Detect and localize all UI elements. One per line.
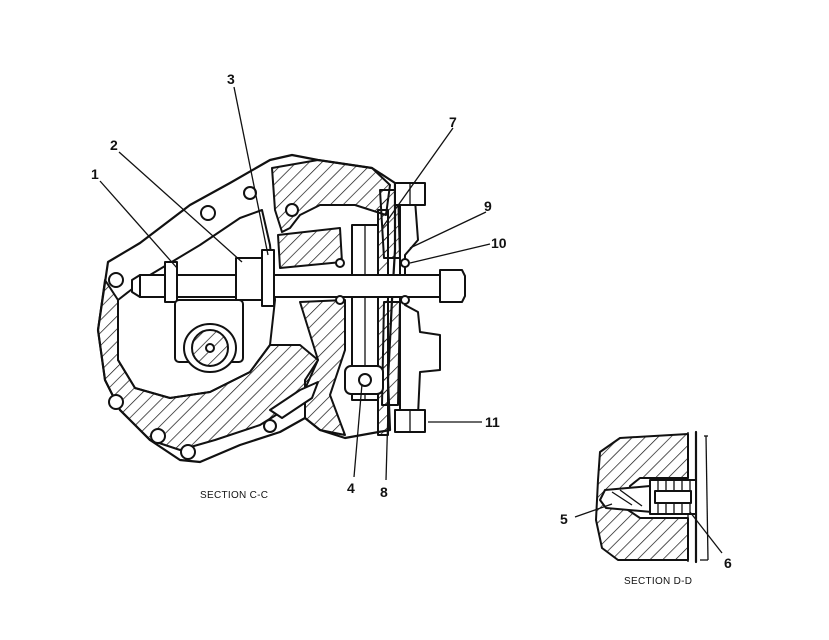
seal-ring (400, 295, 410, 305)
callout-1: 1 (91, 166, 99, 182)
callout-8: 8 (380, 484, 388, 500)
shaft-end (439, 269, 466, 303)
bolt-hole (285, 203, 299, 217)
callout-5: 5 (560, 511, 568, 527)
callout-11: 11 (485, 414, 500, 430)
housing-wall-lower (299, 299, 346, 436)
housing-wall-center (277, 227, 343, 269)
caption-section-d: SECTION D-D (624, 576, 692, 587)
section-d-d-view: 5 6 SECTION D-D (560, 430, 732, 587)
callout-10: 10 (491, 235, 507, 251)
callout-4: 4 (347, 480, 355, 496)
leader-2 (118, 151, 243, 263)
main-shaft (139, 274, 441, 298)
leader-1 (99, 180, 178, 269)
seal-ring (400, 258, 410, 268)
housing-slot (269, 381, 319, 419)
bolt-hole (108, 394, 124, 410)
leader-5 (574, 503, 613, 518)
leader-6 (689, 511, 723, 554)
leader-3 (233, 86, 269, 256)
shaft-plate (377, 209, 389, 436)
seal-ring (335, 258, 345, 268)
shaft-washer (261, 249, 275, 307)
shaft-tip (131, 274, 141, 298)
callout-9: 9 (484, 198, 492, 214)
section-c-c-view: 1 2 3 4 7 8 9 10 11 SECTION C-C (91, 71, 507, 501)
bolt-hole (200, 205, 216, 221)
leader-4 (353, 383, 363, 478)
detail-plunger (599, 485, 653, 513)
callout-2: 2 (110, 137, 118, 153)
callout-7: 7 (449, 114, 457, 130)
bolt-hole (263, 419, 277, 433)
end-cover (399, 199, 441, 419)
bolt-hole (150, 428, 166, 444)
housing-wall-left (97, 279, 319, 451)
bolt-hole (180, 444, 196, 460)
housing-wall-top (271, 159, 391, 233)
caption-section-c: SECTION C-C (200, 490, 268, 501)
leader-7 (381, 127, 454, 229)
lever-collar (164, 261, 178, 303)
leader-9 (409, 211, 487, 249)
leader-8 (385, 409, 389, 481)
seal-ring (335, 295, 345, 305)
bolt-hole (108, 272, 124, 288)
callout-3: 3 (227, 71, 235, 87)
leader-10 (409, 243, 491, 264)
callout-6: 6 (724, 555, 732, 571)
